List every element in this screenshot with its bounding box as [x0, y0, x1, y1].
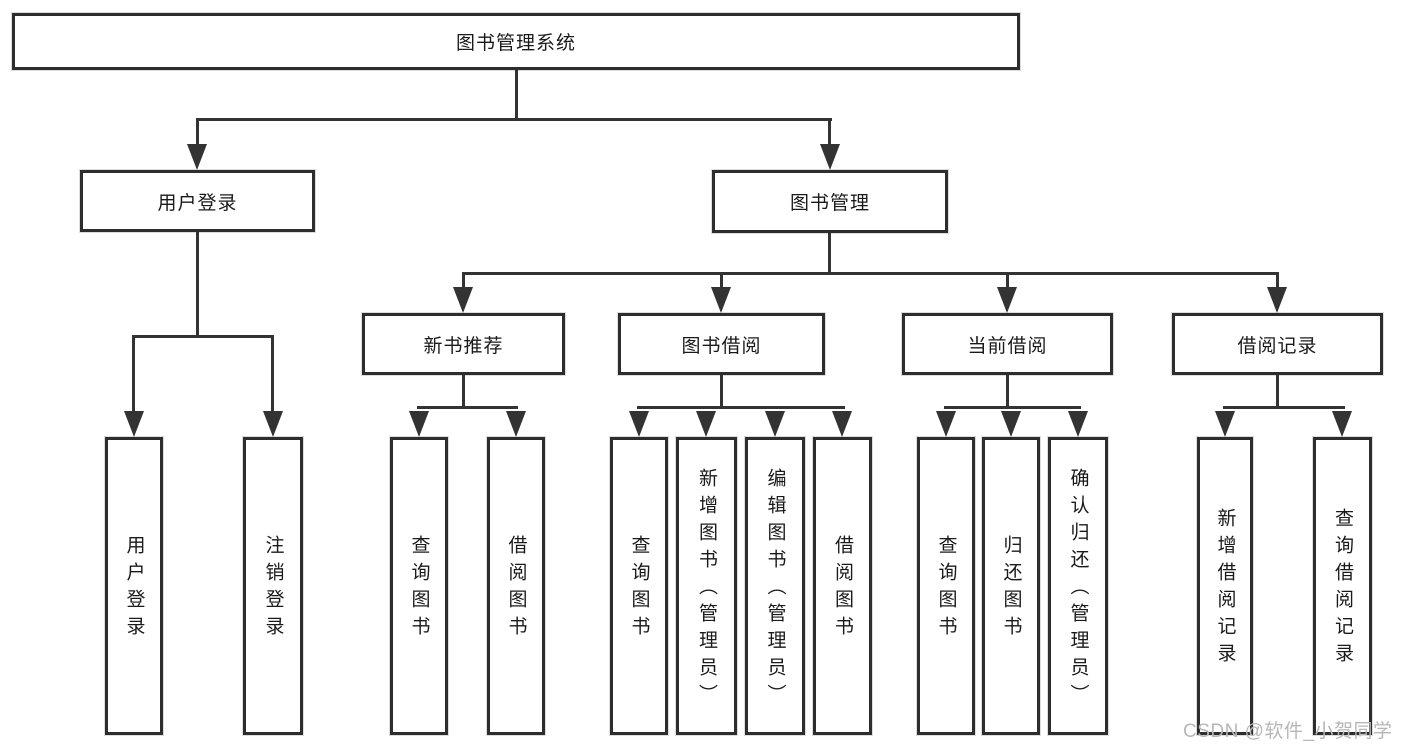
connector-line — [417, 406, 518, 409]
arrowhead-icon — [187, 144, 207, 170]
leaf-edit-book-admin: 编辑图书（管理员） — [745, 437, 805, 735]
leaf-confirm-return-admin: 确认归还（管理员） — [1048, 437, 1108, 735]
leaf-query-books-borrowing: 查询图书 — [610, 437, 668, 735]
csdn-watermark: CSDN @软件_小贺同学 — [1183, 721, 1393, 742]
arrowhead-icon — [997, 287, 1017, 313]
node-library-management-system: 图书管理系统 — [12, 13, 1020, 70]
connector-line — [637, 406, 845, 409]
connector-line — [196, 232, 199, 335]
arrowhead-icon — [1068, 411, 1088, 437]
arrowhead-icon — [124, 411, 144, 437]
leaf-add-borrow-record: 新增借阅记录 — [1197, 437, 1253, 735]
arrowhead-icon — [453, 287, 473, 313]
arrowhead-icon — [820, 144, 840, 170]
leaf-logout: 注销登录 — [243, 437, 303, 735]
node-user-login: 用户登录 — [80, 170, 315, 232]
connector-line — [515, 70, 518, 118]
leaf-return-books: 归还图书 — [982, 437, 1040, 735]
connector-line — [196, 118, 199, 158]
connector-line — [828, 118, 831, 158]
connector-line — [1006, 375, 1009, 406]
node-book-management: 图书管理 — [712, 170, 948, 233]
connector-line — [132, 335, 135, 427]
node-current-borrowing: 当前借阅 — [902, 313, 1113, 375]
leaf-borrow-books-recommend: 借阅图书 — [487, 437, 545, 735]
arrowhead-icon — [696, 411, 716, 437]
connector-line — [271, 335, 274, 427]
leaf-add-book-admin: 新增图书（管理员） — [676, 437, 737, 735]
connector-line — [1276, 375, 1279, 406]
arrowhead-icon — [629, 411, 649, 437]
arrowhead-icon — [1001, 411, 1021, 437]
node-borrowing-records: 借阅记录 — [1172, 313, 1383, 375]
leaf-query-borrow-record: 查询借阅记录 — [1313, 437, 1372, 735]
arrowhead-icon — [1267, 287, 1287, 313]
arrowhead-icon — [506, 411, 526, 437]
connector-line — [720, 375, 723, 406]
leaf-borrow-books: 借阅图书 — [813, 437, 872, 735]
connector-line — [196, 118, 832, 121]
arrowhead-icon — [765, 411, 785, 437]
connector-line — [828, 233, 831, 272]
connector-line — [462, 375, 465, 406]
node-new-book-recommendation: 新书推荐 — [362, 313, 565, 375]
connector-line — [132, 335, 274, 338]
arrowhead-icon — [1332, 411, 1352, 437]
node-book-borrowing: 图书借阅 — [618, 313, 825, 375]
leaf-query-books-recommend: 查询图书 — [390, 437, 448, 735]
leaf-user-login: 用户登录 — [105, 437, 163, 735]
connector-line — [462, 272, 1279, 275]
arrowhead-icon — [409, 411, 429, 437]
arrowhead-icon — [936, 411, 956, 437]
connector-line — [1223, 406, 1345, 409]
leaf-query-books-current: 查询图书 — [917, 437, 975, 735]
arrowhead-icon — [711, 287, 731, 313]
connector-line — [944, 406, 1081, 409]
arrowhead-icon — [263, 411, 283, 437]
arrowhead-icon — [832, 411, 852, 437]
arrowhead-icon — [1215, 411, 1235, 437]
